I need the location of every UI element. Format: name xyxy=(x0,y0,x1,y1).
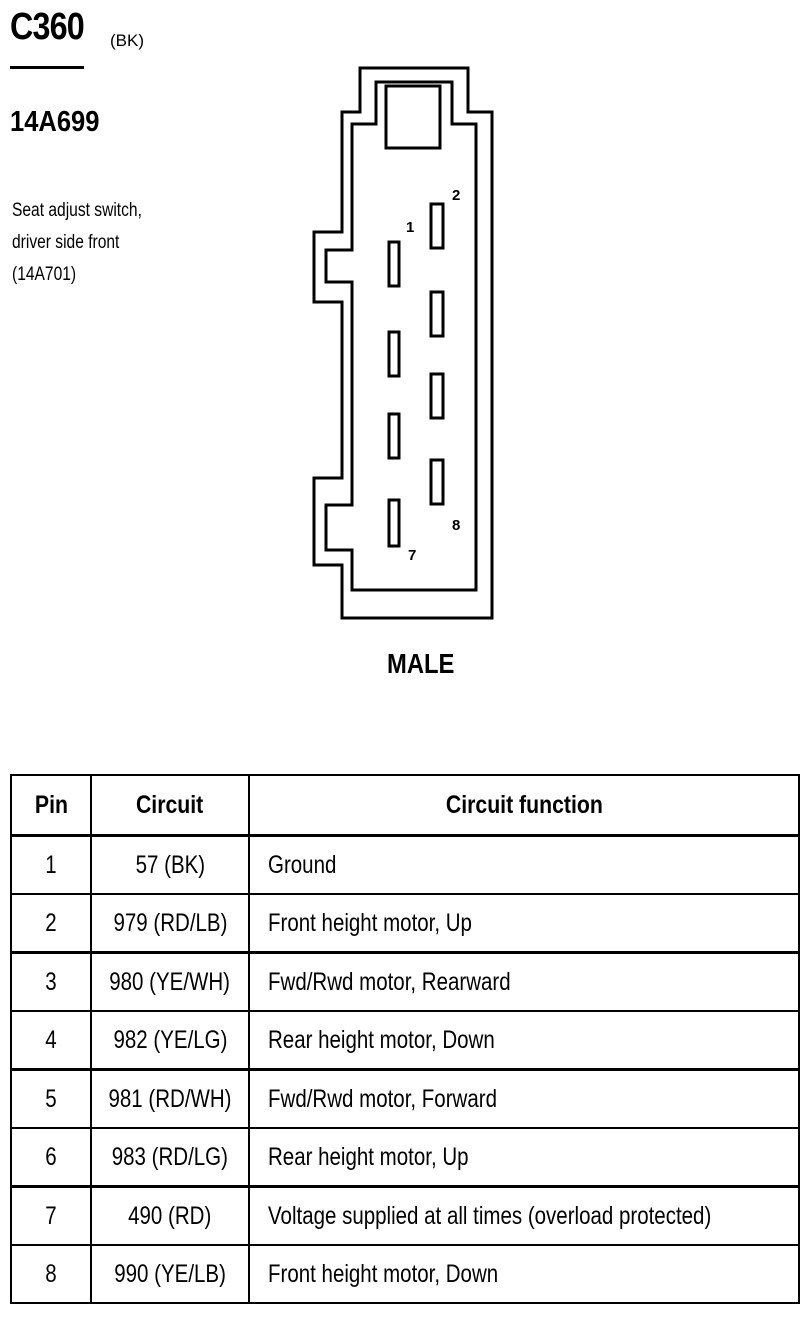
circuit-cell: 980 (YE/WH) xyxy=(90,951,250,1012)
pin-label-8: 8 xyxy=(452,517,460,534)
pin-label-7: 7 xyxy=(408,547,416,564)
circuit-cell: 983 (RD/LG) xyxy=(90,1127,250,1188)
table-row: 6 983 (RD/LG) Rear height motor, Up xyxy=(10,1127,800,1188)
column-header-function: Circuit function xyxy=(248,774,800,837)
connector-face-diagram: 1 2 7 8 xyxy=(312,66,494,620)
function-cell: Rear height motor, Down xyxy=(248,1010,800,1071)
column-header-circuit: Circuit xyxy=(90,774,250,837)
description-line: driver side front xyxy=(12,232,120,253)
function-cell: Rear height motor, Up xyxy=(248,1127,800,1188)
part-number: 14A699 xyxy=(10,106,100,138)
connector-color: (BK) xyxy=(110,31,144,50)
connector-id-underline xyxy=(10,66,84,69)
terminal-pin-5 xyxy=(387,412,401,460)
pin-cell: 4 xyxy=(10,1010,92,1071)
terminal-pin-1 xyxy=(387,240,401,288)
circuit-cell: 57 (BK) xyxy=(90,834,250,895)
circuit-cell: 979 (RD/LB) xyxy=(90,893,250,954)
function-cell: Front height motor, Down xyxy=(248,1244,800,1304)
connector-id: C360 xyxy=(10,6,85,48)
table-header-row: Pin Circuit Circuit function xyxy=(10,774,800,837)
connector-gender-label: MALE xyxy=(387,648,455,679)
pin-cell: 3 xyxy=(10,951,92,1012)
table-row: 1 57 (BK) Ground xyxy=(10,834,800,895)
circuit-cell: 981 (RD/WH) xyxy=(90,1068,250,1129)
terminal-pin-7 xyxy=(387,498,401,548)
table-row: 2 979 (RD/LB) Front height motor, Up xyxy=(10,893,800,954)
connector-lock-tab xyxy=(384,84,442,150)
connector-housing-inner xyxy=(324,80,478,592)
connector-housing-outer xyxy=(312,66,494,620)
terminal-pin-8 xyxy=(429,458,445,506)
pin-cell: 7 xyxy=(10,1185,92,1246)
table-row: 8 990 (YE/LB) Front height motor, Down xyxy=(10,1244,800,1304)
function-cell: Voltage supplied at all times (overload … xyxy=(248,1185,800,1246)
pin-cell: 2 xyxy=(10,893,92,954)
table-row: 7 490 (RD) Voltage supplied at all times… xyxy=(10,1185,800,1246)
table-row: 3 980 (YE/WH) Fwd/Rwd motor, Rearward xyxy=(10,951,800,1012)
function-cell: Fwd/Rwd motor, Forward xyxy=(248,1068,800,1129)
pin-cell: 6 xyxy=(10,1127,92,1188)
table-row: 5 981 (RD/WH) Fwd/Rwd motor, Forward xyxy=(10,1068,800,1129)
pin-assignment-table: Pin Circuit Circuit function 1 57 (BK) G… xyxy=(10,774,800,1304)
terminal-pin-6 xyxy=(429,372,445,420)
terminal-pin-2 xyxy=(429,202,445,250)
pin-cell: 8 xyxy=(10,1244,92,1304)
pin-label-1: 1 xyxy=(406,219,414,236)
function-cell: Front height motor, Up xyxy=(248,893,800,954)
pin-cell: 1 xyxy=(10,834,92,895)
pin-cell: 5 xyxy=(10,1068,92,1129)
function-cell: Ground xyxy=(248,834,800,895)
pin-label-2: 2 xyxy=(452,187,460,204)
description-line: Seat adjust switch, xyxy=(12,200,142,221)
terminal-pin-3 xyxy=(387,330,401,378)
column-header-pin: Pin xyxy=(10,774,92,837)
terminal-pin-4 xyxy=(429,290,445,338)
circuit-cell: 982 (YE/LG) xyxy=(90,1010,250,1071)
component-description: Seat adjust switch, driver side front (1… xyxy=(12,195,142,291)
circuit-cell: 490 (RD) xyxy=(90,1185,250,1246)
circuit-cell: 990 (YE/LB) xyxy=(90,1244,250,1304)
table-row: 4 982 (YE/LG) Rear height motor, Down xyxy=(10,1010,800,1071)
function-cell: Fwd/Rwd motor, Rearward xyxy=(248,951,800,1012)
description-line: (14A701) xyxy=(12,264,77,285)
